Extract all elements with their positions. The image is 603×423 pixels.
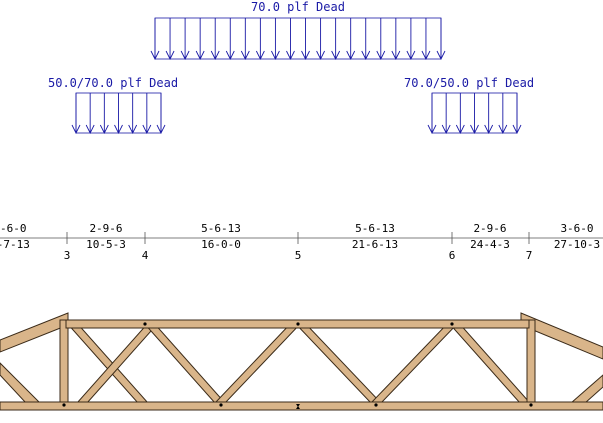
load-arrow <box>99 93 109 135</box>
node-label: 4 <box>142 249 149 262</box>
load-arrow <box>71 93 81 135</box>
load-arrow <box>376 18 386 61</box>
load-arrow <box>301 18 310 61</box>
joint <box>219 403 223 407</box>
web-vertical-right <box>526 319 536 405</box>
joint <box>450 322 454 326</box>
load-arrow <box>255 18 265 61</box>
dimension-length: 3-6-0 <box>560 222 593 235</box>
dimension-length: 5-6-13 <box>355 222 395 235</box>
load-arrow <box>142 93 152 135</box>
web-diagonal <box>75 321 161 404</box>
web-diagonal-left-end <box>0 362 42 404</box>
load-arrow <box>427 93 437 135</box>
load-arrow <box>470 93 479 135</box>
load-top-label: 70.0 plf Dead <box>251 0 345 14</box>
load-arrow <box>441 93 451 135</box>
load-arrow <box>286 18 295 61</box>
joints <box>62 322 533 409</box>
joint-center-marker <box>296 404 300 407</box>
node-label: 3 <box>64 249 71 262</box>
joint <box>62 403 66 407</box>
load-arrow <box>210 18 220 61</box>
joint <box>374 403 378 407</box>
load-arrow <box>331 18 341 61</box>
dimension-length: 5-6-13 <box>201 222 241 235</box>
joint-center-marker <box>296 406 300 409</box>
load-arrow <box>391 18 401 61</box>
load-arrow <box>128 93 138 135</box>
load-arrow <box>421 18 431 61</box>
load-right-arrows <box>427 92 522 135</box>
joint <box>143 322 147 326</box>
load-arrow <box>156 93 166 135</box>
load-arrow <box>512 93 522 135</box>
web-diagonal <box>64 321 150 404</box>
load-left-arrows <box>71 92 166 135</box>
load-top: 70.0 plf Dead <box>150 0 446 61</box>
load-arrow <box>455 93 465 135</box>
truss <box>0 312 603 411</box>
load-right-label: 70.0/50.0 plf Dead <box>404 76 534 90</box>
dimension-cumulative: 10-5-3 <box>86 238 126 251</box>
bottom-chord <box>0 401 603 411</box>
load-arrow <box>406 18 416 61</box>
load-arrow <box>436 18 446 61</box>
left-top-chord <box>0 312 69 353</box>
dimension-length: 3-6-0 <box>0 222 27 235</box>
load-top-arrows <box>150 17 446 61</box>
load-arrow <box>150 18 160 61</box>
web-diagonal <box>369 321 461 404</box>
web-diagonal <box>141 321 227 404</box>
dimension-cumulative: 16-0-0 <box>201 238 241 251</box>
load-arrow <box>346 18 356 61</box>
joint <box>296 322 300 326</box>
load-right: 70.0/50.0 plf Dead <box>404 76 534 135</box>
dimension-cumulative: 24-4-3 <box>470 238 510 251</box>
dimension-length: 2-9-6 <box>89 222 122 235</box>
load-outline <box>154 17 442 60</box>
node-label: 5 <box>295 249 302 262</box>
dimension-cumulative: 27-10-3 <box>554 238 600 251</box>
web-diagonal <box>446 321 532 404</box>
load-arrow <box>484 93 494 135</box>
load-arrow <box>180 18 190 61</box>
web-diagonal <box>213 321 304 404</box>
web-diagonal-right-end <box>569 374 603 404</box>
dimension-length: 2-9-6 <box>473 222 506 235</box>
load-arrow <box>316 18 325 61</box>
load-arrow <box>225 18 235 61</box>
load-arrow <box>195 18 205 61</box>
dimension-line: 3-6-0 7-7-13 2-9-6 10-5-3 5-6-13 16-0-0 … <box>0 222 603 262</box>
web-diagonal <box>292 321 383 404</box>
load-arrow <box>114 93 123 135</box>
node-label: 6 <box>449 249 456 262</box>
load-arrow <box>240 18 250 61</box>
load-arrow <box>85 93 95 135</box>
dimension-cumulative: 21-6-13 <box>352 238 398 251</box>
load-arrow <box>361 18 371 61</box>
load-arrow <box>498 93 508 135</box>
load-arrow <box>165 18 175 61</box>
load-left: 50.0/70.0 plf Dead <box>48 76 178 135</box>
load-arrow <box>271 18 280 61</box>
load-left-label: 50.0/70.0 plf Dead <box>48 76 178 90</box>
dimension-cumulative: 7-7-13 <box>0 238 30 251</box>
node-label: 7 <box>526 249 533 262</box>
web-vertical-left <box>59 319 69 405</box>
joint <box>529 403 533 407</box>
